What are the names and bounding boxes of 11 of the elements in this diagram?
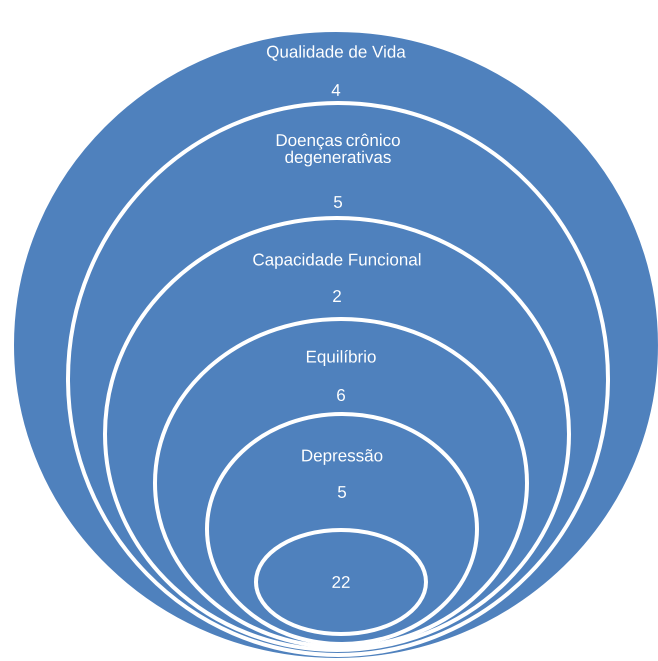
circle-label: Qualidade de Vida [267, 45, 406, 61]
circle-label: Capacidade Funcional [253, 253, 420, 269]
circle-label: Depressão [302, 449, 382, 465]
count-label: 6 [337, 388, 345, 402]
circle-label: Doenças crônico degenerativas [276, 134, 400, 166]
count-label: 2 [333, 290, 341, 302]
count-label: 5 [338, 486, 346, 498]
circle-label: Equilíbrio [306, 350, 376, 366]
count-label: 4 [332, 84, 340, 96]
count-label: 22 [332, 576, 350, 588]
count-label: 5 [334, 196, 342, 208]
